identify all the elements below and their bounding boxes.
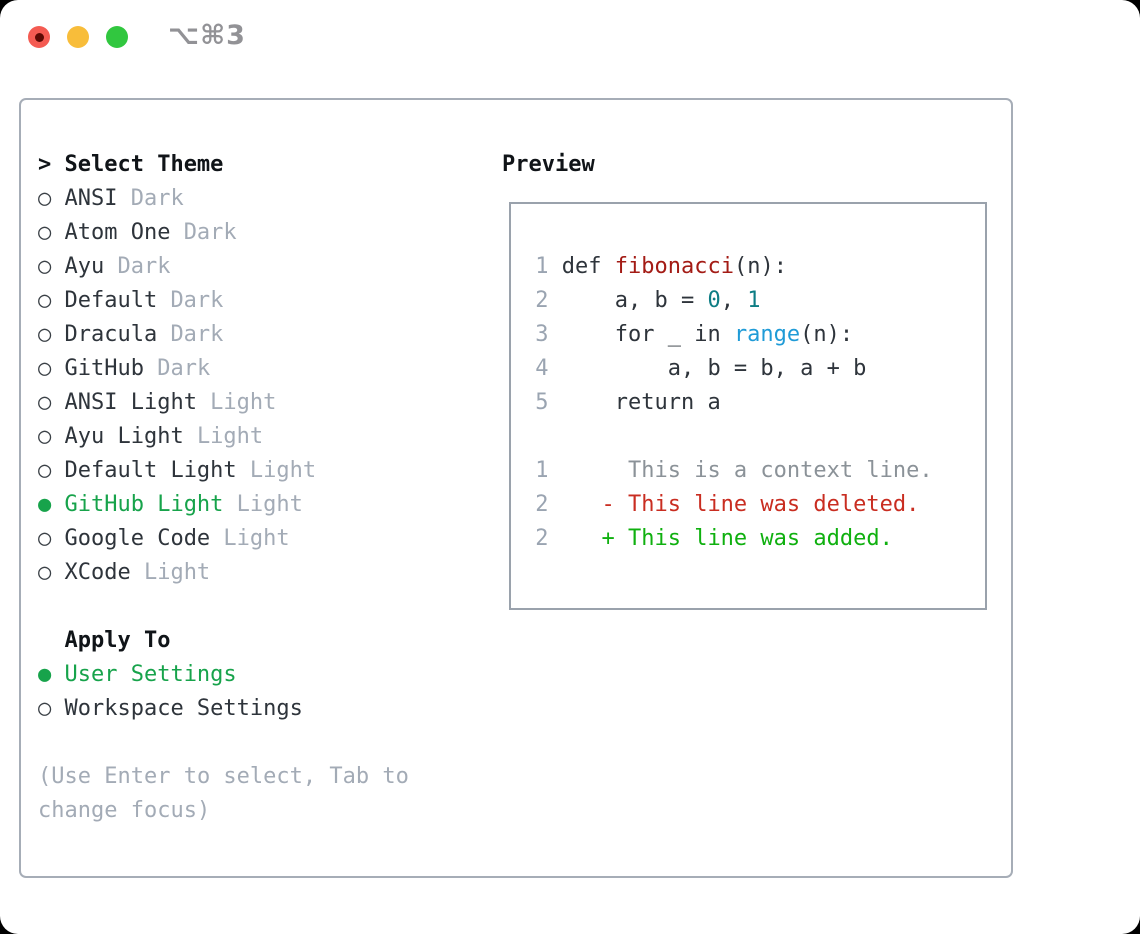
radio-icon: ○ [38,390,52,415]
variant-badge: Light [249,458,317,483]
prompt-icon: > [38,152,52,177]
apply-option-user-settings[interactable]: ●User Settings [38,658,409,692]
variant-badge: Light [223,526,290,551]
builtin-token: range [733,322,801,347]
code-text: , [720,288,748,313]
window-title: ⌥⌘3 [168,20,246,51]
variant-badge: Light [143,560,211,585]
code-text: return a [548,390,721,415]
code-text: def [548,254,615,279]
preview-box: 1 def fibonacci(n): 2 a, b = 0, 1 3 for … [509,202,987,610]
diff-deleted-text: - This line was deleted. [548,492,920,517]
code-line: 1 def fibonacci(n): [522,250,985,284]
variant-badge: Dark [117,254,171,279]
variant-badge: Dark [170,322,224,347]
diff-context-line: 1 This is a context line. [522,454,985,488]
radio-icon: ○ [38,424,52,449]
line-number: 1 [522,458,549,483]
code-text: a, b = b, a + b [548,356,867,381]
diff-added-text: + This line was added. [548,526,893,551]
code-text: (n): [733,254,787,279]
line-number: 1 [522,254,549,279]
select-theme-title: Select Theme [64,152,224,177]
diff-deleted-line: 2 - This line was deleted. [522,488,985,522]
spacer [38,590,409,624]
traffic-light-zoom-button[interactable] [106,26,128,48]
line-number: 3 [522,322,549,347]
help-hint-line-1: (Use Enter to select, Tab to [38,764,409,789]
number-token: 0 [707,288,721,313]
number-token: 1 [747,288,761,313]
radio-icon: ○ [38,458,52,483]
radio-icon: ○ [38,186,52,211]
radio-icon: ○ [38,356,52,381]
variant-badge: Dark [183,220,237,245]
variant-badge: Dark [170,288,224,313]
line-number: 2 [522,492,549,517]
code-text: for _ in [548,322,734,347]
radio-icon: ○ [38,288,52,313]
code-line: 3 for _ in range(n): [522,318,985,352]
traffic-light-minimize-button[interactable] [67,26,89,48]
select-theme-header: > Select Theme [38,148,409,182]
radio-icon: ○ [38,220,52,245]
title-bar: ⌥⌘3 [0,0,1140,75]
apply-to-header: Apply To [64,628,171,653]
radio-icon: ○ [38,560,52,585]
line-number: 5 [522,390,549,415]
code-text: (n): [800,322,854,347]
code-text: a, b = [548,288,708,313]
line-number: 4 [522,356,549,381]
close-dot-icon [34,32,44,42]
help-hint-line-2: change focus) [38,798,211,823]
variant-badge: Dark [157,356,211,381]
radio-icon: ○ [38,322,52,347]
function-token: fibonacci [614,254,734,279]
line-number: 2 [522,526,549,551]
radio-icon: ○ [38,254,52,279]
traffic-light-close-button[interactable] [28,26,50,48]
code-line: 2 a, b = 0, 1 [522,284,985,318]
radio-selected-icon: ● [38,662,52,687]
apply-option-workspace-settings[interactable]: ○Workspace Settings [38,692,409,726]
code-line: 4 a, b = b, a + b [522,352,985,386]
diff-context-text: This is a context line. [548,458,933,483]
line-number: 2 [522,288,549,313]
spacer [38,726,409,760]
radio-icon: ○ [38,696,52,721]
variant-badge: Light [210,390,277,415]
code-line: 5 return a [522,386,985,420]
preview-title: Preview [502,152,595,177]
diff-added-line: 2 + This line was added. [522,522,985,556]
spacer [522,420,985,454]
radio-icon: ○ [38,526,52,551]
variant-badge: Dark [130,186,184,211]
variant-badge: Light [236,492,303,517]
radio-selected-icon: ● [38,492,52,517]
variant-badge: Light [196,424,264,449]
